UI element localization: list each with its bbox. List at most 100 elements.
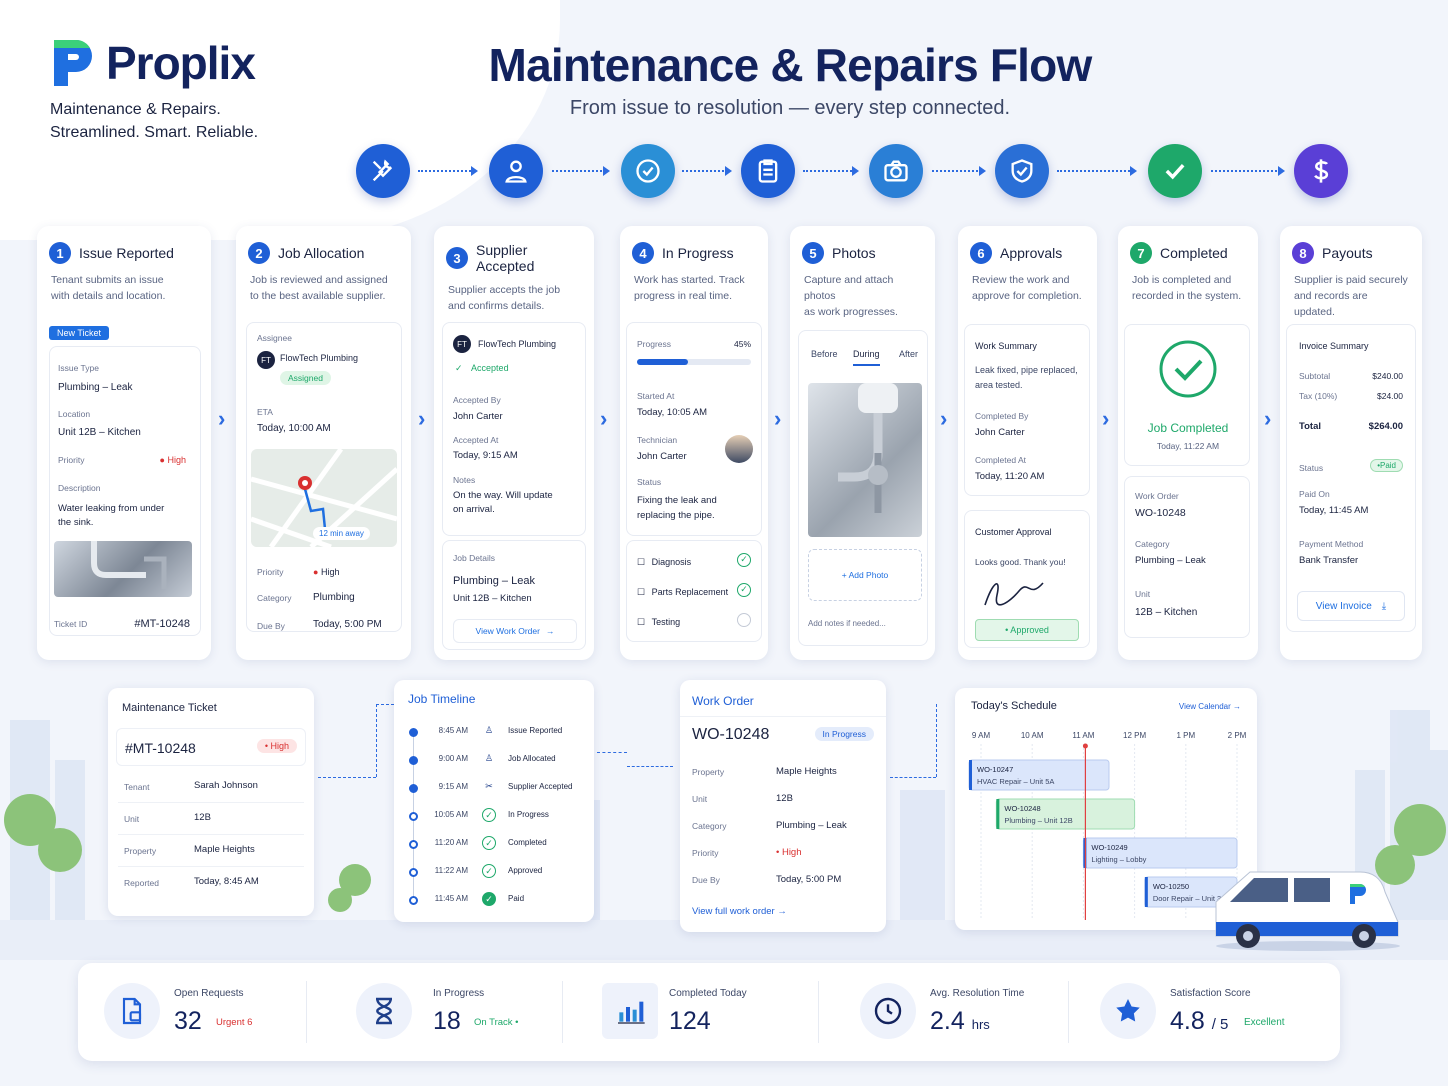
hour-tick-label: 9 AM [972, 731, 991, 740]
job-bar[interactable] [995, 798, 1136, 830]
step-desc: to the best available supplier. [250, 290, 386, 302]
technician-value: John Carter [637, 451, 687, 462]
stat-label: Satisfaction Score [1170, 988, 1251, 999]
timeline-time: 9:15 AM [438, 782, 468, 791]
timeline-label: Completed [508, 838, 547, 847]
allocation-panel: Assignee FT FlowTech Plumbing Assigned E… [246, 322, 402, 632]
check-circle-icon [621, 144, 675, 198]
subtotal-value: $240.00 [1372, 371, 1403, 381]
connector-line [890, 777, 936, 778]
route-map[interactable]: 12 min away [251, 449, 397, 547]
divider [562, 981, 563, 1043]
priority-high-badge: ● High [313, 567, 340, 577]
field-label: Completed By [975, 411, 1029, 421]
connector-line [936, 704, 937, 777]
during-photo[interactable] [808, 383, 922, 537]
field-label: Description [58, 483, 101, 493]
view-work-order-button[interactable]: View Work Order→ [453, 619, 577, 643]
stat-unit: / 5 [1211, 1016, 1229, 1033]
paid-badge: •Paid [1370, 459, 1403, 472]
hour-tick-label: 12 PM [1123, 731, 1146, 740]
divider [118, 802, 304, 803]
ticket-id-value: #MT-10248 [134, 618, 190, 630]
divider [1068, 981, 1069, 1043]
stat-value-group: 4.8 / 5 [1170, 1007, 1228, 1036]
field-label: Paid On [1299, 489, 1330, 499]
checklist-item[interactable]: ☐ Diagnosis [637, 557, 692, 567]
timeline-dot [409, 756, 418, 765]
tab-after[interactable]: After [899, 349, 919, 359]
wo-field-value: 12B [776, 793, 793, 804]
eta-badge: 12 min away [313, 527, 370, 540]
tab-before[interactable]: Before [811, 349, 838, 359]
view-full-work-order-link[interactable]: View full work order → [692, 906, 787, 917]
hour-tick-label: 2 PM [1228, 731, 1247, 740]
stat-extra: Urgent 6 [216, 1017, 253, 1028]
supplier-name: FlowTech Plumbing [280, 353, 359, 363]
checklist-item[interactable]: ☐ Testing [637, 617, 681, 627]
view-invoice-button[interactable]: View Invoice⤓ [1297, 591, 1405, 621]
description-line: the sink. [58, 517, 94, 528]
eta-value: Today, 10:00 AM [257, 423, 331, 434]
field-label: Subtotal [1299, 371, 1331, 381]
completed-by-value: John Carter [975, 427, 1025, 438]
new-ticket-badge[interactable]: New Ticket [49, 326, 110, 340]
issue-type-value: Plumbing – Leak [58, 382, 133, 393]
wo-field-value: Today, 5:00 PM [776, 874, 842, 885]
view-calendar-link[interactable]: View Calendar → [1178, 702, 1241, 711]
progress-bar-fill [637, 359, 689, 365]
step-desc: Capture and attach photos [804, 274, 894, 302]
location-value: Unit 12B – Kitchen [58, 427, 141, 438]
step-desc: approve for completion. [972, 290, 1082, 302]
step-desc: Supplier is paid securely [1294, 274, 1408, 286]
priority-value: High [320, 567, 340, 577]
timeline-label: In Progress [508, 810, 549, 819]
field-label: Category [1135, 539, 1170, 549]
tab-during[interactable]: During [853, 349, 880, 366]
work-order-value: WO-10248 [1135, 507, 1186, 519]
step-number: 2 [248, 242, 270, 264]
add-photo-button[interactable]: + Add Photo [808, 549, 922, 601]
page-subtitle: From issue to resolution — every step co… [569, 97, 1011, 119]
field-label: Location [58, 409, 91, 419]
wo-field-value: Maple Heights [776, 766, 837, 777]
assigned-badge: Assigned [280, 371, 331, 385]
stat-value: 4.8 [1170, 1007, 1205, 1035]
connector-line [627, 766, 673, 767]
job-id: WO-10249 [1091, 843, 1127, 852]
divider [118, 866, 304, 867]
step-desc: with details and location. [51, 290, 166, 302]
pipe-illustration [838, 383, 898, 513]
field-label: Priority [58, 455, 85, 465]
field-label: Status [1299, 463, 1324, 473]
issue-form: Issue Type Plumbing – Leak Location Unit… [49, 346, 201, 636]
job-completed-label: Job Completed [1147, 421, 1229, 435]
progress-percent: 45% [733, 339, 751, 349]
checklist-item[interactable]: ☐ Parts Replacement [637, 587, 729, 597]
timeline-label: Job Allocated [508, 754, 556, 763]
hour-tick-label: 1 PM [1176, 731, 1195, 740]
current-time-marker [1082, 743, 1088, 749]
job-title-value: Plumbing – Leak [453, 575, 535, 587]
arrow-right-icon: → [545, 626, 555, 636]
work-order-panel: Work Order WO-10248 In Progress Property… [680, 680, 886, 932]
step-number: 7 [1130, 242, 1152, 264]
stat-satisfaction: Satisfaction Score 4.8 / 5 Excellent [1100, 963, 1330, 1061]
summary-line: Leak fixed, pipe replaced, [975, 365, 1078, 375]
description-line: Water leaking from under [58, 503, 165, 514]
stat-extra: Excellent [1244, 1017, 1285, 1028]
notes-input[interactable]: Add notes if needed... [808, 619, 886, 628]
maintenance-ticket-panel: Maintenance Ticket #MT-10248 • High Tena… [108, 688, 314, 916]
field-label: Status [637, 477, 662, 487]
step-title: In Progress [662, 245, 734, 261]
brand-tagline-1: Maintenance & Repairs. [50, 101, 221, 118]
accepted-status: ✓ Accepted [455, 363, 509, 373]
description-value: Water leaking from under the sink. [58, 502, 164, 530]
accepted-by-value: John Carter [453, 411, 503, 422]
